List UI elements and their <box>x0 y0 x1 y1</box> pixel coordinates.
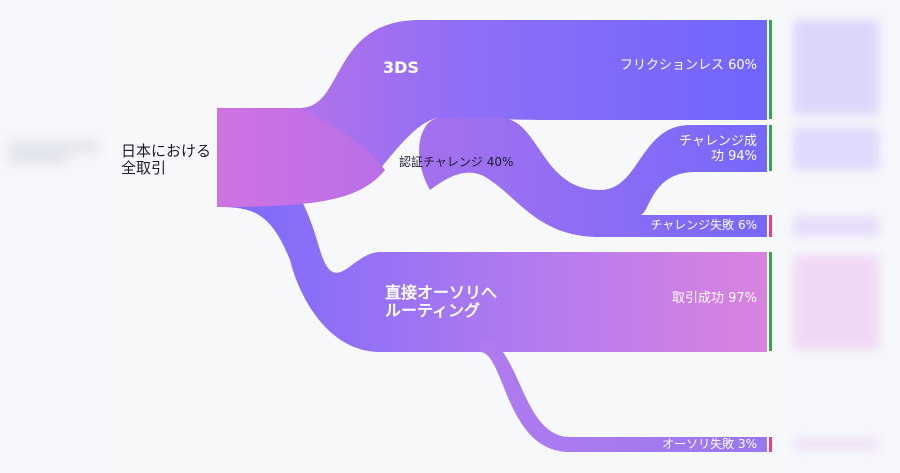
blurred-right-preview <box>793 0 900 473</box>
challenge-fail-status-bar <box>769 215 772 237</box>
source-label: 日本における 全取引 <box>121 142 212 177</box>
threeds-label: 3DS <box>383 58 419 77</box>
direct-routing-label: 直接オーソリへ ルーティング <box>385 283 498 320</box>
frictionless-status-bar <box>769 20 772 119</box>
source-node <box>217 108 385 207</box>
flow-challenge <box>419 118 767 237</box>
flow-auth-fail <box>480 338 767 452</box>
auth-fail-status-bar <box>769 437 772 452</box>
challenge-success-status-bar <box>769 125 772 171</box>
auth-fail-label: オーソリ失敗 3% <box>662 437 757 451</box>
sankey-svg <box>217 20 772 452</box>
frictionless-label: フリクションレス 60% <box>619 58 757 73</box>
challenge-label: 認証チャレンジ 40% <box>399 155 514 169</box>
challenge-success-label: チャレンジ成 功 94% <box>679 134 757 164</box>
challenge-fail-label: チャレンジ失敗 6% <box>650 218 757 232</box>
payment-flow-sankey: 日本における 全取引 3DS 認証チャレンジ 40% 直接オーソリへ ルーティン… <box>107 0 793 473</box>
flow-direct <box>217 157 767 352</box>
blurred-left-label <box>8 138 108 178</box>
transaction-success-label: 取引成功 97% <box>671 291 757 306</box>
transaction-success-status-bar <box>769 252 772 351</box>
